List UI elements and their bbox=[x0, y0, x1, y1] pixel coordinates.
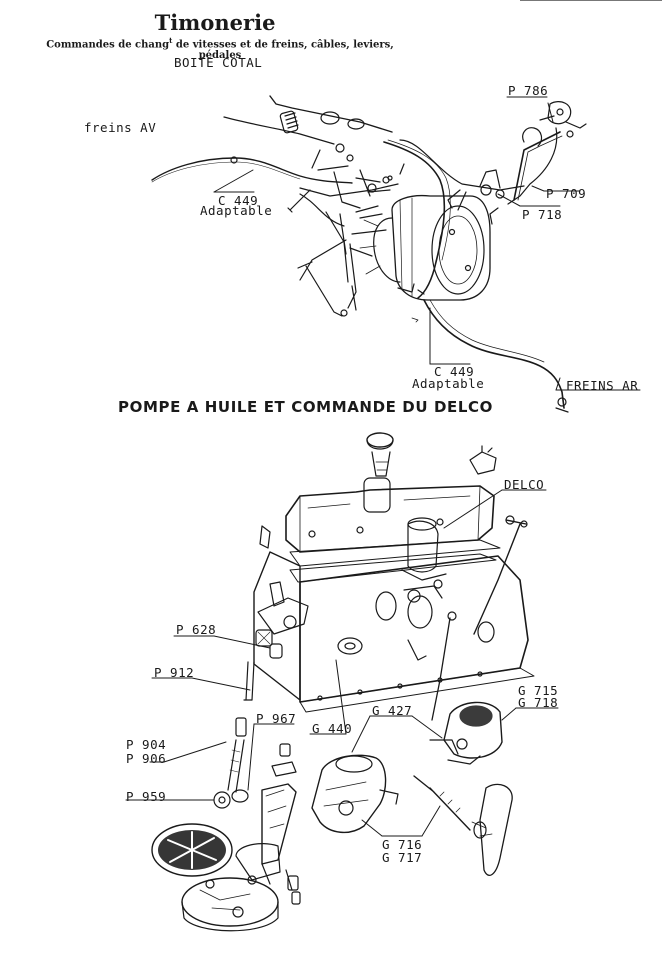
label-freins-av: freins AV bbox=[84, 120, 157, 135]
label-g718: G 718 bbox=[518, 695, 559, 710]
brake-linkage-drawing bbox=[151, 95, 587, 413]
section-title-oil-pump: POMPE A HUILE ET COMMANDE DU DELCO bbox=[118, 398, 493, 416]
label-g716: G 716 bbox=[382, 837, 423, 852]
label-freins-ar: FREINS AR bbox=[566, 378, 639, 393]
engine-block-drawing bbox=[151, 432, 535, 932]
label-delco: DELCO bbox=[504, 477, 545, 492]
top-rule bbox=[520, 0, 662, 1]
gearbox-label: BOITE COTAL bbox=[174, 55, 263, 70]
label-adaptable-top: Adaptable bbox=[200, 203, 273, 218]
subtitle-part-1: Commandes de chang bbox=[46, 39, 170, 51]
section1-leader-lines bbox=[213, 96, 641, 391]
page-subtitle: Commandes de changt de vitesses et de fr… bbox=[30, 36, 410, 61]
label-p967: P 967 bbox=[256, 711, 297, 726]
label-p959: P 959 bbox=[126, 789, 167, 804]
label-g440: G 440 bbox=[312, 721, 353, 736]
label-p904: P 904 bbox=[126, 737, 167, 752]
label-p786: P 786 bbox=[508, 83, 549, 98]
label-p718: P 718 bbox=[522, 207, 563, 222]
label-adaptable-bottom: Adaptable bbox=[412, 376, 485, 391]
label-c449-bottom: C 449 bbox=[434, 364, 475, 379]
label-p628: P 628 bbox=[176, 622, 217, 637]
label-g717: G 717 bbox=[382, 850, 423, 865]
label-c449-top: C 449 bbox=[218, 193, 259, 208]
subtitle-part-2: de vitesses et de freins, câbles, levier… bbox=[172, 39, 394, 62]
page-title: Timonerie bbox=[154, 10, 276, 35]
section2-leader-lines bbox=[125, 489, 559, 837]
label-p906: P 906 bbox=[126, 751, 167, 766]
label-g715: G 715 bbox=[518, 683, 559, 698]
subtitle-superscript: t bbox=[169, 36, 173, 45]
label-g427: G 427 bbox=[372, 703, 413, 718]
label-p709: P 709 bbox=[546, 186, 587, 201]
label-p912: P 912 bbox=[154, 665, 195, 680]
